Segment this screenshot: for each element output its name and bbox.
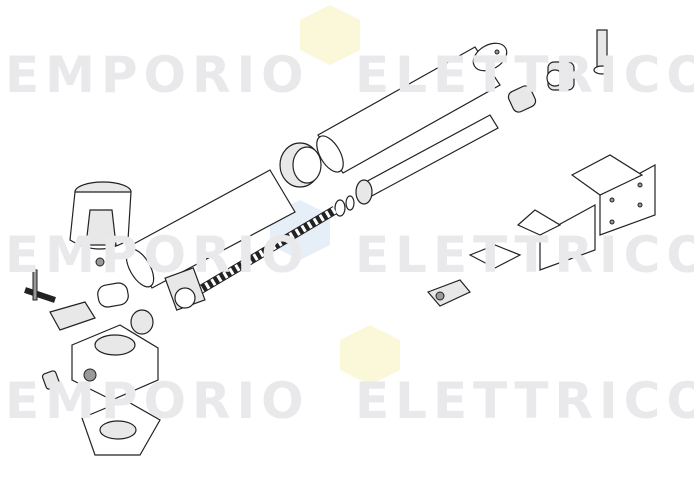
watermark-hex bbox=[300, 5, 360, 65]
key-cylinder bbox=[41, 370, 61, 390]
outer-tube-rear bbox=[316, 46, 501, 174]
angle-bracket bbox=[516, 203, 596, 271]
tube-end-cap bbox=[472, 42, 508, 72]
front-bracket-flange bbox=[164, 267, 206, 311]
gate-fixing-plate bbox=[468, 244, 522, 269]
tube-coupling-ring bbox=[279, 142, 322, 188]
watermark-text: ELETTRICO bbox=[355, 226, 694, 284]
watermark-text: EMPORIO bbox=[5, 226, 310, 284]
watermark-hex bbox=[340, 325, 400, 385]
watermark: EMPORIO ELETTRICO EMPORIO ELETTRICO EMPO… bbox=[5, 46, 694, 430]
watermark-text: ELETTRICO bbox=[355, 372, 694, 430]
piston-rod bbox=[355, 114, 499, 205]
gear bbox=[130, 309, 154, 335]
base-plate bbox=[81, 399, 161, 456]
motor-cover bbox=[69, 181, 132, 267]
rod-end-fitting bbox=[507, 85, 537, 113]
bushing bbox=[97, 282, 129, 308]
release-lever bbox=[24, 269, 56, 303]
watermark-text: EMPORIO bbox=[5, 372, 310, 430]
rear-pillar-bracket bbox=[570, 154, 656, 236]
worm-screw bbox=[197, 206, 338, 294]
limit-switch-bracket bbox=[49, 301, 96, 331]
ball-joint bbox=[546, 61, 575, 91]
watermark-text: EMPORIO bbox=[5, 46, 310, 104]
washers bbox=[334, 195, 355, 217]
gate-bracket bbox=[426, 279, 471, 307]
outer-tube-front bbox=[125, 169, 296, 289]
gearbox-housing bbox=[71, 324, 159, 401]
pivot-pin bbox=[593, 29, 611, 75]
watermark-text: ELETTRICO bbox=[355, 46, 694, 104]
